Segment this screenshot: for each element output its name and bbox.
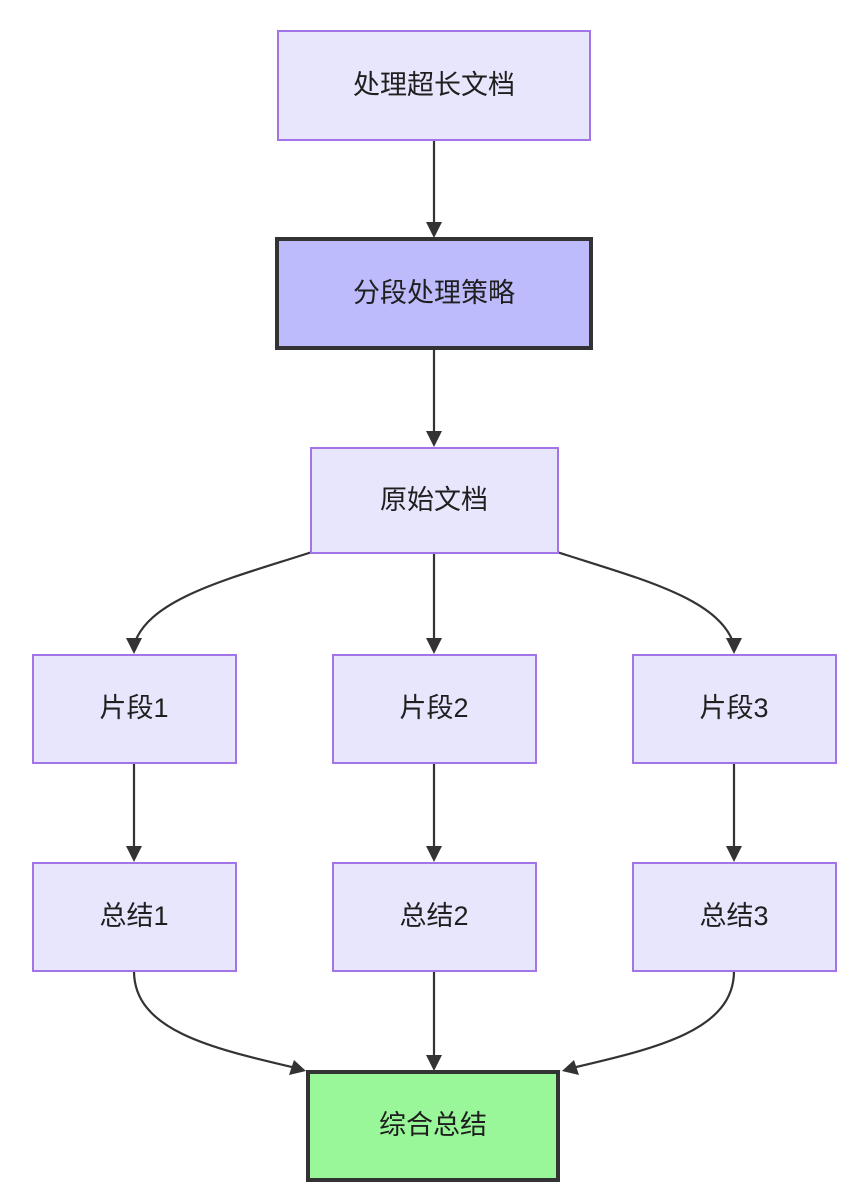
node-box-summary-2[interactable] xyxy=(332,862,537,972)
edge-summary-2-to-final-summary xyxy=(426,971,442,1071)
edge-chunk-3-to-summary-3 xyxy=(726,763,742,862)
node-box-chunking-strategy[interactable] xyxy=(275,237,593,350)
node-long-document[interactable]: 处理超长文档 xyxy=(277,30,591,141)
node-chunk-3[interactable]: 片段3 xyxy=(632,654,837,764)
arrowhead-icon xyxy=(126,638,142,654)
arrowhead-icon xyxy=(562,1060,579,1075)
node-box-source-document[interactable] xyxy=(310,447,559,554)
node-summary-3[interactable]: 总结3 xyxy=(632,862,837,972)
node-chunk-1[interactable]: 片段1 xyxy=(32,654,237,764)
arrowhead-icon xyxy=(726,846,742,862)
edge-line xyxy=(571,970,736,1070)
edge-chunk-2-to-summary-2 xyxy=(426,763,442,862)
node-box-chunk-1[interactable] xyxy=(32,654,237,764)
node-box-summary-3[interactable] xyxy=(632,862,837,972)
edge-source-document-to-chunk-3 xyxy=(556,550,742,654)
node-chunk-2[interactable]: 片段2 xyxy=(332,654,537,764)
node-source-document[interactable]: 原始文档 xyxy=(310,447,559,554)
node-box-chunk-3[interactable] xyxy=(632,654,837,764)
node-box-chunk-2[interactable] xyxy=(332,654,537,764)
node-box-long-document[interactable] xyxy=(277,30,591,141)
edge-line xyxy=(132,970,297,1070)
edge-summary-1-to-final-summary xyxy=(132,970,306,1075)
arrowhead-icon xyxy=(426,846,442,862)
edge-source-document-to-chunk-1 xyxy=(126,550,313,654)
arrowhead-icon xyxy=(289,1060,306,1075)
edge-layer xyxy=(126,140,742,1075)
node-summary-2[interactable]: 总结2 xyxy=(332,862,537,972)
edge-chunking-strategy-to-source-document xyxy=(426,348,442,447)
edge-summary-3-to-final-summary xyxy=(562,970,736,1075)
arrowhead-icon xyxy=(426,1055,442,1071)
node-final-summary[interactable]: 综合总结 xyxy=(306,1070,560,1182)
arrowhead-icon xyxy=(126,846,142,862)
arrowhead-icon xyxy=(726,638,742,654)
edge-source-document-to-chunk-2 xyxy=(426,553,442,654)
node-box-final-summary[interactable] xyxy=(306,1070,560,1182)
node-summary-1[interactable]: 总结1 xyxy=(32,862,237,972)
arrowhead-icon xyxy=(426,638,442,654)
edge-long-document-to-chunking-strategy xyxy=(426,140,442,238)
edge-line xyxy=(556,550,736,646)
node-chunking-strategy[interactable]: 分段处理策略 xyxy=(275,237,593,350)
arrowhead-icon xyxy=(426,431,442,447)
arrowhead-icon xyxy=(426,222,442,238)
node-box-summary-1[interactable] xyxy=(32,862,237,972)
edge-chunk-1-to-summary-1 xyxy=(126,763,142,862)
edge-line xyxy=(132,550,313,646)
